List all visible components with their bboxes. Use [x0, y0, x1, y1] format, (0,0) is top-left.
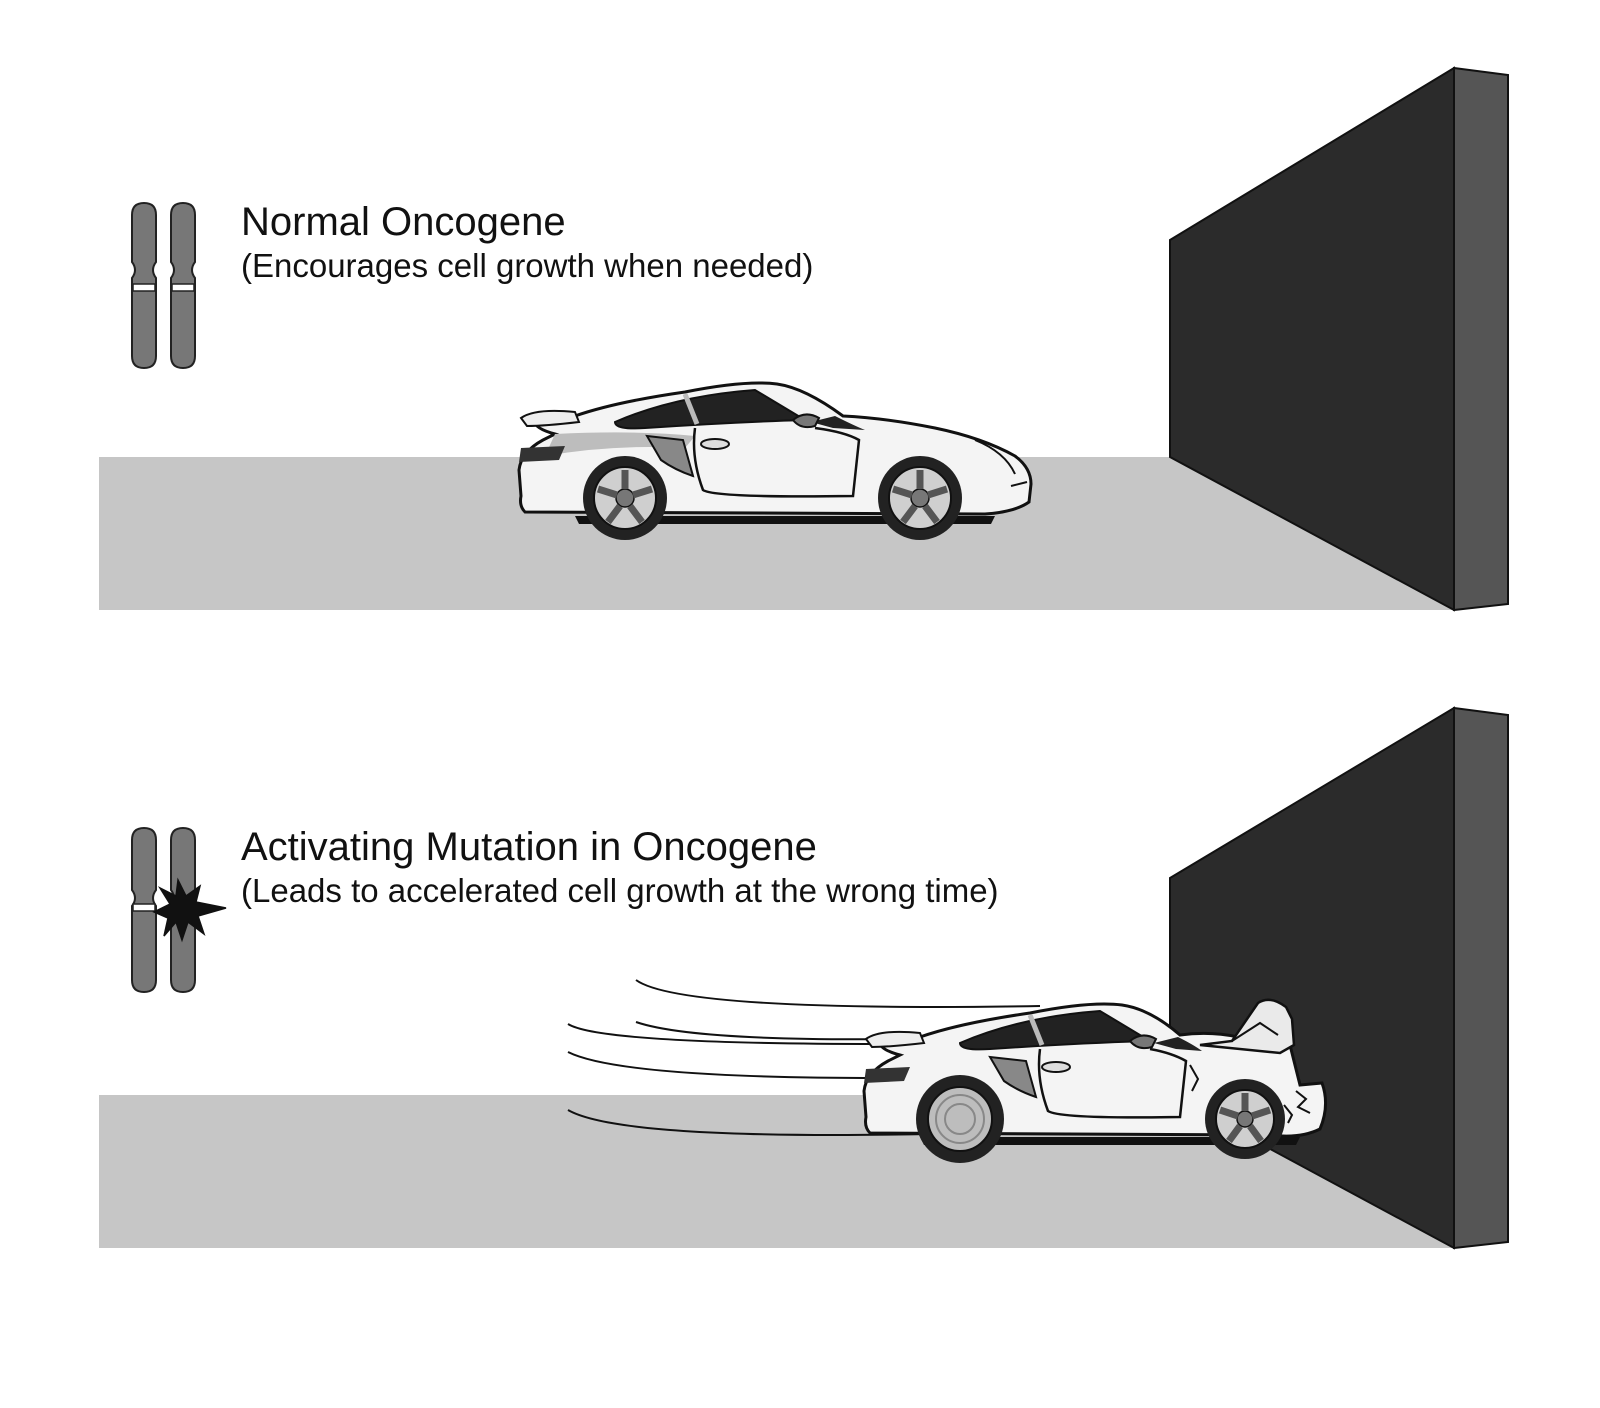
- wheel-icon: [878, 456, 962, 540]
- chromosome-icon: [131, 201, 157, 370]
- mutation-burst-icon: [152, 877, 227, 943]
- panel-title: Normal Oncogene: [241, 200, 566, 244]
- car-crashed-icon: [862, 998, 1327, 1163]
- car-icon: [517, 381, 1033, 540]
- wheel-icon: [916, 1075, 1004, 1163]
- chromosome-icon: [131, 826, 157, 994]
- chromosome-pair-normal-icon: [131, 201, 196, 370]
- scene-normal: [99, 66, 1509, 612]
- panel-activating-mutation: Activating Mutation in Oncogene (Leads t…: [0, 640, 1600, 1290]
- chromosome-pair-mutated-icon: [131, 826, 227, 994]
- panel-text: Normal Oncogene (Encourages cell growth …: [241, 200, 813, 286]
- chromosome-icon: [170, 201, 196, 370]
- wall: [1169, 66, 1509, 612]
- panel-title: Activating Mutation in Oncogene: [241, 825, 817, 869]
- panel-text: Activating Mutation in Oncogene (Leads t…: [241, 825, 999, 911]
- wheel-icon: [1205, 1079, 1285, 1159]
- panel-subtitle: (Leads to accelerated cell growth at the…: [241, 872, 999, 909]
- panel-subtitle: (Encourages cell growth when needed): [241, 247, 814, 284]
- wheel-icon: [583, 456, 667, 540]
- scene-mutated: [99, 706, 1509, 1250]
- panel-normal-oncogene: Normal Oncogene (Encourages cell growth …: [0, 0, 1600, 650]
